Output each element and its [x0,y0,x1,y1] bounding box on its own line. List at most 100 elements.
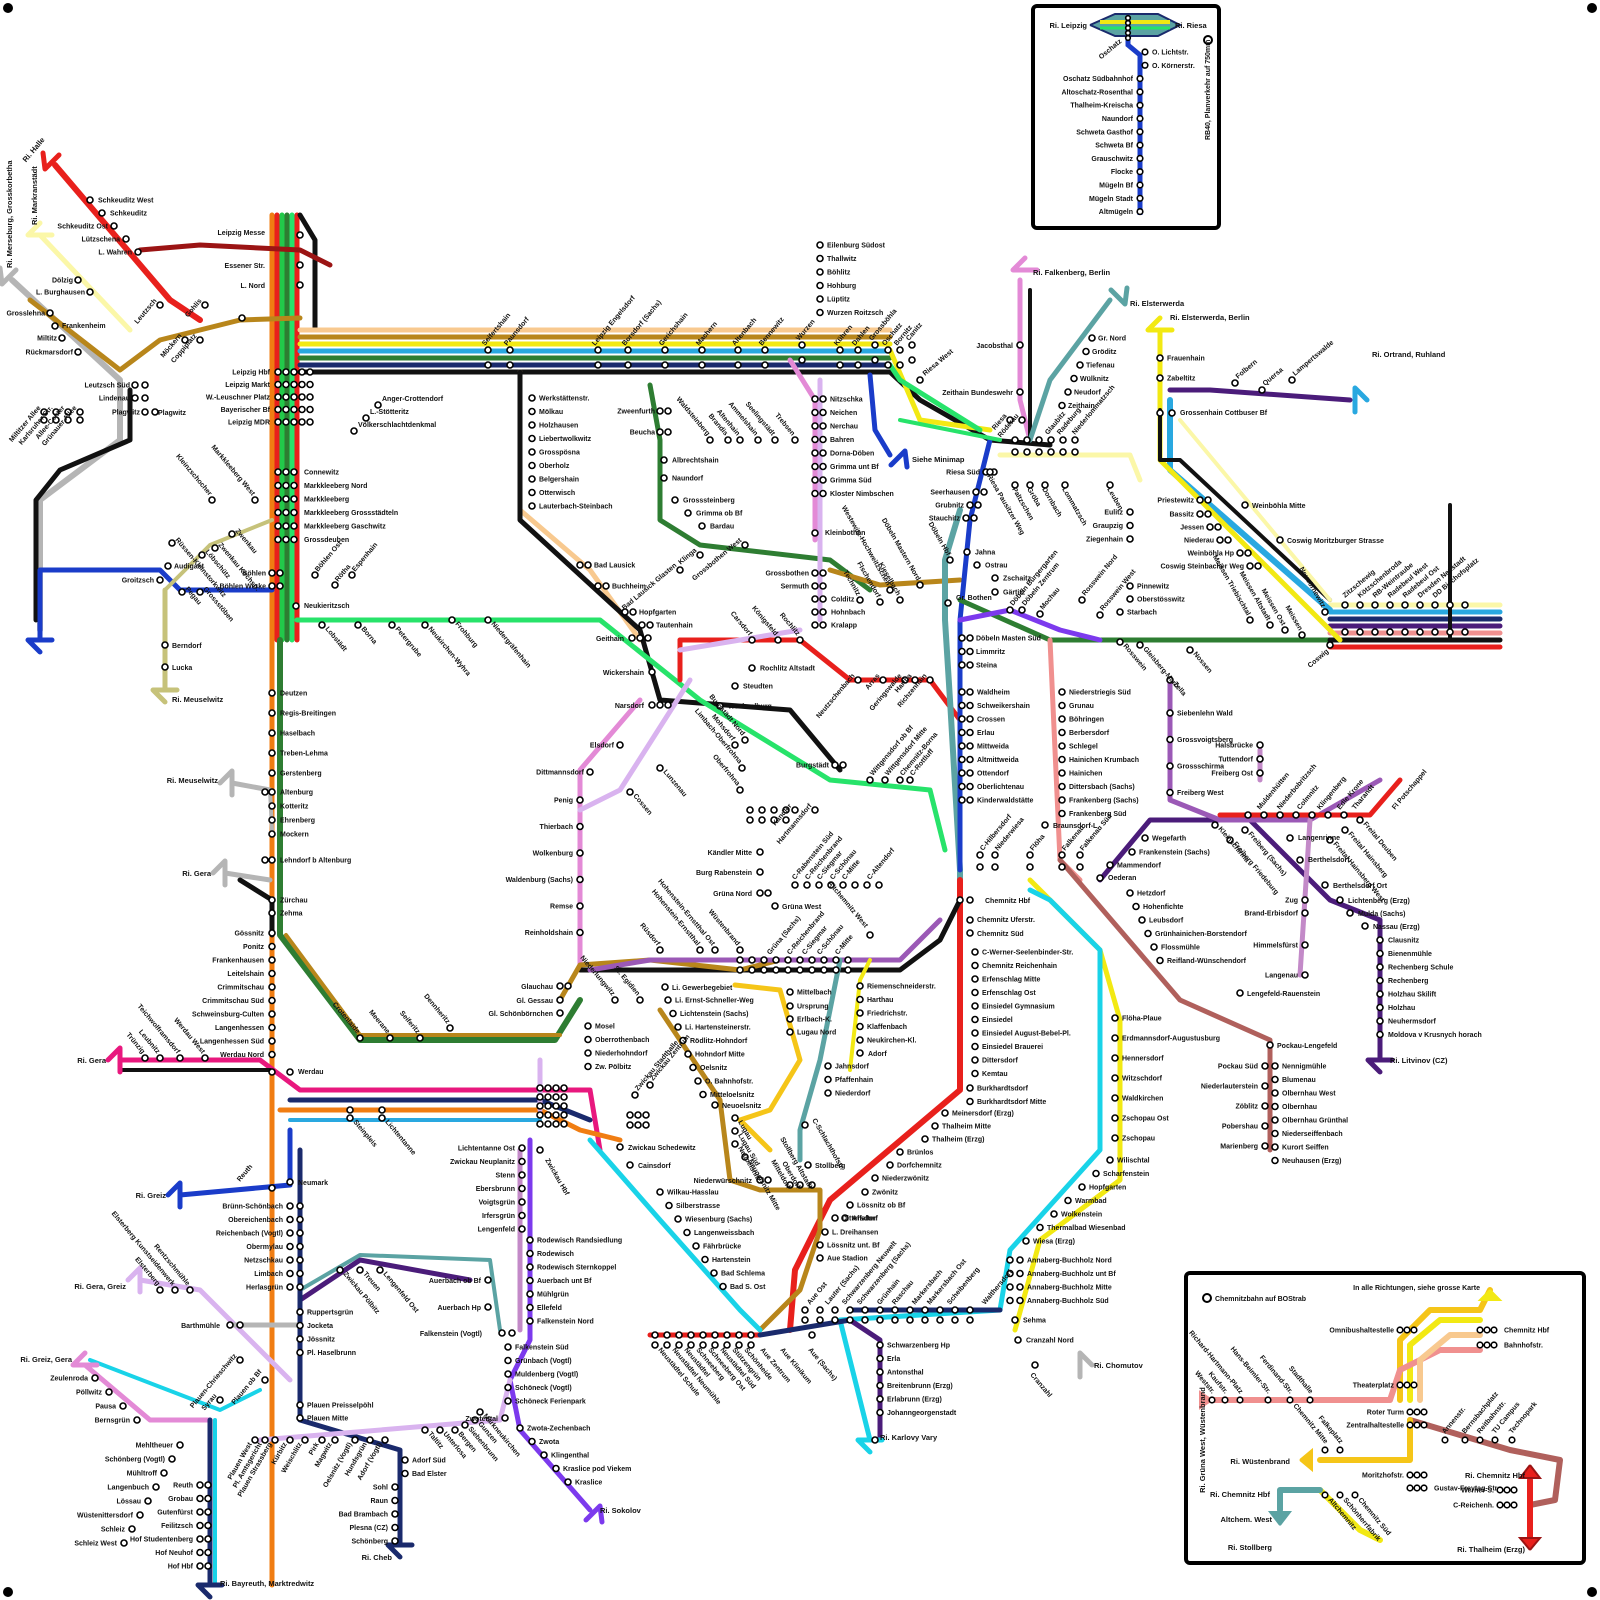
station-marker[interactable] [269,770,275,776]
station-marker[interactable] [162,664,168,670]
station-marker[interactable] [820,464,826,470]
station-marker[interactable] [287,1257,293,1263]
station-marker[interactable] [92,1375,98,1381]
station-marker[interactable] [537,1112,543,1118]
station-marker[interactable] [627,1162,633,1168]
station-marker[interactable] [840,882,846,888]
station-marker[interactable] [630,609,636,615]
station-marker[interactable] [732,683,738,689]
station-marker[interactable] [1362,923,1368,929]
station-marker[interactable] [1272,1158,1278,1164]
station-marker[interactable] [1462,629,1468,635]
station-marker[interactable] [959,757,965,763]
station-marker[interactable] [269,789,275,795]
station-marker[interactable] [972,1030,978,1036]
station-marker[interactable] [867,932,873,938]
station-marker[interactable] [585,1023,591,1029]
station-marker[interactable] [291,510,297,516]
station-marker[interactable] [724,1332,730,1338]
station-marker[interactable] [269,730,275,736]
station-marker[interactable] [1027,864,1033,870]
station-marker[interactable] [812,622,818,628]
station-marker[interactable] [1012,1317,1018,1323]
station-marker[interactable] [1117,639,1123,645]
station-marker[interactable] [585,1037,591,1043]
station-marker[interactable] [749,637,755,643]
station-marker[interactable] [1342,827,1348,833]
station-marker[interactable] [725,437,731,443]
station-marker[interactable] [307,382,313,388]
station-marker[interactable] [287,1179,293,1185]
station-marker[interactable] [1342,602,1348,608]
station-marker[interactable] [712,1102,718,1108]
station-marker[interactable] [1302,972,1308,978]
station-marker[interactable] [812,609,818,615]
station-marker[interactable] [239,315,245,321]
station-marker[interactable] [1357,629,1363,635]
station-marker[interactable] [1299,632,1305,638]
station-marker[interactable] [897,1149,903,1155]
station-marker[interactable] [1257,770,1263,776]
station-marker[interactable] [959,797,965,803]
station-marker[interactable] [761,957,767,963]
station-marker[interactable] [1107,862,1113,868]
station-marker[interactable] [857,1050,863,1056]
station-marker[interactable] [1357,817,1363,823]
station-marker[interactable] [975,502,981,508]
station-marker[interactable] [1421,1409,1427,1415]
station-marker[interactable] [809,1332,815,1338]
station-marker[interactable] [205,1550,211,1556]
station-marker[interactable] [297,1244,303,1250]
station-marker[interactable] [972,1044,978,1050]
station-marker[interactable] [505,1371,511,1377]
station-marker[interactable] [507,362,513,368]
station-marker[interactable] [739,765,745,771]
station-marker[interactable] [157,1055,163,1061]
station-marker[interactable] [205,1496,211,1502]
station-marker[interactable] [269,1011,275,1017]
station-marker[interactable] [817,1255,823,1261]
station-marker[interactable] [1347,910,1353,916]
station-marker[interactable] [529,436,535,442]
station-marker[interactable] [519,1226,525,1232]
station-marker[interactable] [1387,629,1393,635]
station-marker[interactable] [561,1121,567,1127]
station-marker[interactable] [1017,1257,1023,1263]
station-marker[interactable] [1414,1422,1420,1428]
station-marker[interactable] [812,596,818,602]
station-marker[interactable] [165,563,171,569]
station-marker[interactable] [1245,550,1251,556]
station-marker[interactable] [1309,812,1315,818]
station-marker[interactable] [142,382,148,388]
station-marker[interactable] [541,1452,547,1458]
station-marker[interactable] [821,957,827,963]
station-marker[interactable] [697,552,703,558]
station-marker[interactable] [1237,990,1243,996]
station-marker[interactable] [553,1112,559,1118]
station-marker[interactable] [862,1189,868,1195]
station-marker[interactable] [1255,563,1261,569]
station-marker[interactable] [748,1332,754,1338]
station-marker[interactable] [1342,629,1348,635]
station-marker[interactable] [319,622,325,628]
station-marker[interactable] [52,323,58,329]
station-marker[interactable] [1019,607,1025,613]
station-marker[interactable] [283,407,289,413]
station-marker[interactable] [932,1123,938,1129]
station-marker[interactable] [1477,1327,1483,1333]
station-marker[interactable] [697,947,703,953]
station-marker[interactable] [1007,1298,1013,1304]
station-marker[interactable] [1071,376,1077,382]
station-marker[interactable] [967,703,973,709]
station-marker[interactable] [1037,1225,1043,1231]
station-marker[interactable] [670,1011,676,1017]
station-marker[interactable] [882,777,888,783]
station-marker[interactable] [1007,1257,1013,1263]
station-marker[interactable] [297,232,303,238]
station-marker[interactable] [922,1317,928,1323]
station-marker[interactable] [269,1025,275,1031]
station-marker[interactable] [153,1484,159,1490]
station-marker[interactable] [291,394,297,400]
station-marker[interactable] [809,957,815,963]
station-marker[interactable] [1287,835,1293,841]
